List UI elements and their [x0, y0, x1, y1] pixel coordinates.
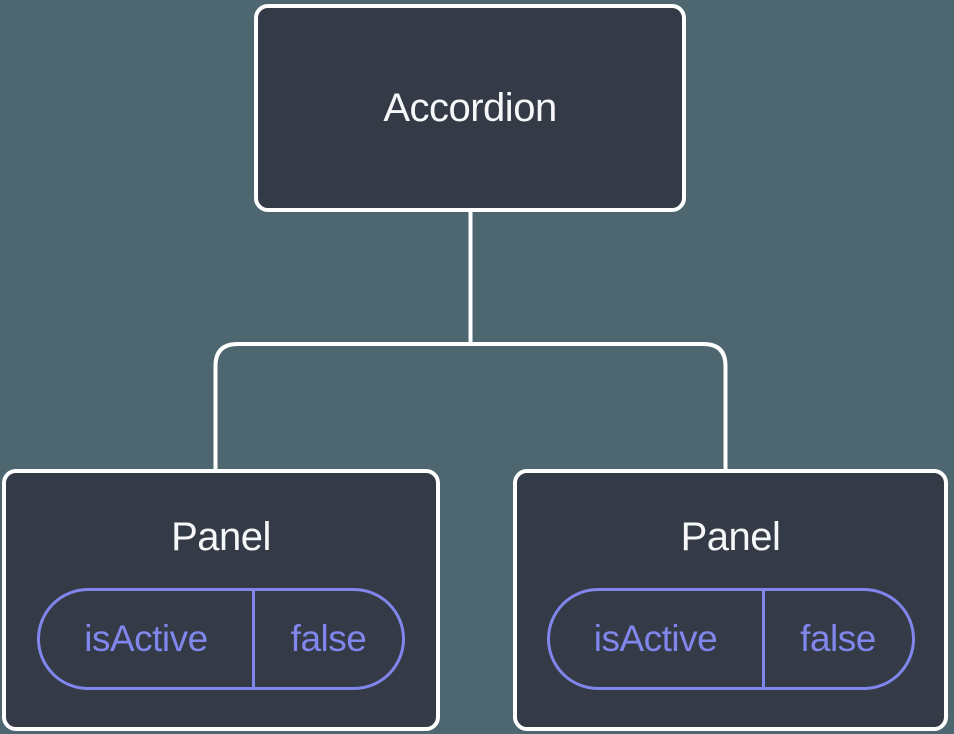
- panel-label: Panel: [680, 515, 781, 559]
- state-value: false: [252, 591, 402, 687]
- accordion-label: Accordion: [383, 86, 557, 130]
- panel-node-left: Panel isActive false: [2, 469, 440, 731]
- state-key: isActive: [593, 618, 718, 659]
- state-pill: isActive false: [37, 588, 405, 690]
- state-key: isActive: [84, 618, 208, 659]
- panel-node-right: Panel isActive false: [513, 469, 948, 731]
- state-value: false: [761, 591, 912, 687]
- accordion-node: Accordion: [254, 4, 686, 212]
- panel-label: Panel: [171, 515, 271, 559]
- connector-branch: [213, 342, 728, 472]
- state-pill: isActive false: [546, 588, 915, 690]
